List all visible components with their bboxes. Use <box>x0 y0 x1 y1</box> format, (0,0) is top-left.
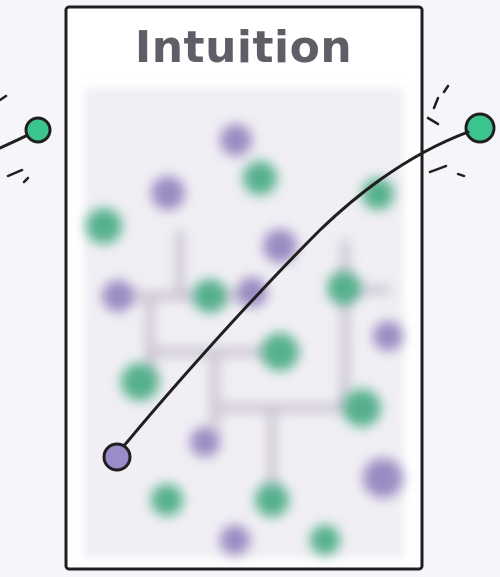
blurred-canvas <box>84 88 404 558</box>
right-green-node-icon <box>464 112 496 144</box>
blurred-green-node <box>121 363 159 401</box>
panel-title: Intuition <box>134 22 353 73</box>
left-endpoint-group <box>0 94 52 184</box>
blurred-purple-node <box>102 280 134 312</box>
blurred-green-node <box>193 279 227 313</box>
inner-purple-node-icon <box>102 442 132 472</box>
blurred-green-node <box>255 483 289 517</box>
blurred-green-node <box>243 161 277 195</box>
left-spark-marks-icon <box>6 168 30 184</box>
blurred-purple-node <box>220 525 250 555</box>
left-spark-mark-icon <box>0 94 8 102</box>
blurred-green-node <box>151 484 183 516</box>
connection-curve <box>116 130 470 455</box>
blurred-nodes <box>86 124 403 555</box>
blurred-purple-node <box>237 277 267 307</box>
right-endpoint-group <box>426 84 496 178</box>
blurred-green-node <box>261 333 299 371</box>
right-spark-marks-icon <box>426 84 466 178</box>
left-green-node-icon <box>24 116 52 144</box>
blurred-green-node <box>86 208 122 244</box>
blurred-green-node <box>327 271 361 305</box>
blurred-purple-node <box>190 427 220 457</box>
blurred-purple-node <box>220 124 252 156</box>
blurred-purple-node <box>151 176 185 210</box>
blurred-purple-node <box>263 229 297 263</box>
blurred-green-node <box>310 525 340 555</box>
blurred-purple-node <box>373 321 403 351</box>
blurred-green-node <box>343 389 381 427</box>
blurred-purple-node <box>363 458 403 498</box>
